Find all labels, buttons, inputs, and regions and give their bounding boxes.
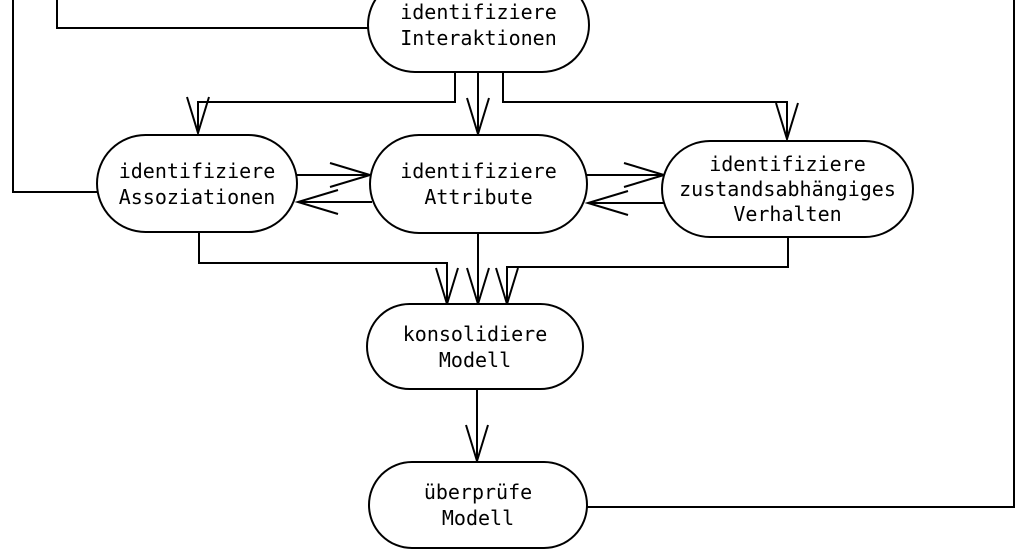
node-label-line: identifiziere — [400, 159, 557, 183]
arrowhead-left-icon — [584, 190, 629, 216]
edge-attribute-to-konsolidiere — [466, 231, 490, 308]
edge-interaktionen-to-assoziationen — [186, 72, 456, 137]
node-label-line: Modell — [441, 506, 515, 530]
node-label-line: konsolidiere — [402, 321, 548, 346]
edge-verhalten-to-attribute — [584, 190, 665, 216]
node-label-line: identifiziere — [709, 151, 866, 176]
edge-ueberpruefe-to-offscreen — [587, 0, 1015, 508]
node-label-line: identifiziere — [118, 158, 276, 183]
edge-interaktionen-to-verhalten — [502, 72, 799, 143]
arrowhead-left-icon — [294, 189, 339, 215]
edge-offscreen-to-assoziationen — [12, 0, 100, 193]
edge-interaktionen-to-attribute — [466, 72, 490, 138]
node-label-line: Modell — [438, 347, 512, 372]
node-label-line: identifiziere — [400, 0, 557, 24]
node-identifiziere-assoziationen: identifiziere Assoziationen — [96, 134, 298, 233]
edge-attribute-to-assoziationen — [294, 189, 372, 215]
node-konsolidiere-modell: konsolidiere Modell — [366, 303, 584, 390]
edge-verhalten-to-konsolidiere — [495, 236, 789, 308]
edge-assoziationen-to-konsolidiere — [198, 230, 459, 308]
node-label-line: überprüfe — [423, 480, 533, 504]
node-label-line: Interaktionen — [400, 26, 557, 50]
edge-konsolidiere-to-ueberpruefe — [465, 388, 489, 465]
node-label-line: zustandsabhängiges — [679, 176, 896, 201]
arrowhead-down-icon — [775, 102, 799, 143]
node-identifiziere-attribute: identifiziere Attribute — [369, 134, 588, 234]
edge-assoziationen-to-attribute — [294, 162, 374, 188]
arrowhead-down-icon — [186, 96, 210, 137]
node-label-line: Attribute — [424, 185, 533, 209]
node-label-line: Assoziationen — [118, 184, 276, 209]
edge-offscreen-to-interaktionen — [56, 0, 372, 29]
node-identifiziere-zustandsabhaengiges-verhalten: identifiziere zustandsabhängiges Verhalt… — [661, 140, 914, 238]
node-label-line: Verhalten — [733, 201, 842, 226]
node-identifiziere-interaktionen: identifiziere Interaktionen — [367, 0, 590, 73]
node-ueberpruefe-modell: überprüfe Modell — [368, 461, 588, 549]
edge-attribute-to-verhalten — [585, 162, 668, 188]
